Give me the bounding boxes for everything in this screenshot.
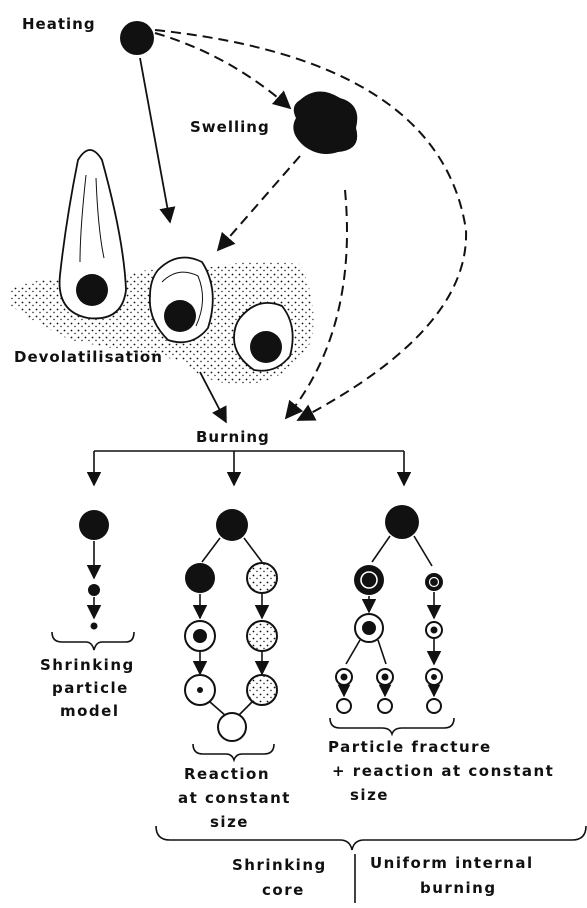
burning-label: Burning <box>196 428 270 446</box>
sp-brace <box>52 632 134 650</box>
pf-connector <box>378 640 386 664</box>
swollen-particle <box>293 91 357 154</box>
arrow-heating-to-devol <box>140 58 170 222</box>
sp-label-1: Shrinking <box>40 656 135 674</box>
pf-label-2: + reaction at constant <box>332 762 554 780</box>
cs-left-2-core <box>193 629 207 643</box>
sp-particle-large <box>79 510 109 540</box>
cs-particle-top <box>216 509 248 541</box>
sp-particle-small <box>91 623 98 630</box>
devol-particle-3 <box>250 331 282 363</box>
cs-left-1 <box>185 563 215 593</box>
devolatilisation-label: Devolatilisation <box>14 348 163 366</box>
cs-label-1: Reaction <box>184 765 270 783</box>
constant-size-branch: Reaction at constant size <box>178 509 291 831</box>
cs-ash <box>218 713 246 741</box>
sp-particle-medium <box>88 584 100 596</box>
uniform-internal-label-1: Uniform internal <box>370 854 534 872</box>
cs-right-3 <box>247 675 277 705</box>
cs-right-1 <box>247 563 277 593</box>
pf-right-ash <box>427 699 441 713</box>
pf-right-3-core <box>431 674 437 680</box>
pf-connector <box>372 536 390 562</box>
devol-particle-2 <box>164 300 196 332</box>
pf-left-1 <box>354 565 384 595</box>
shrinking-core-label-1: Shrinking <box>232 856 327 874</box>
heating-particle <box>120 21 154 55</box>
fracture-branch: Particle fracture + reaction at constant… <box>328 505 554 804</box>
cs-merge-left <box>210 702 226 716</box>
heating-label: Heating <box>22 15 96 33</box>
cs-connector <box>244 538 262 562</box>
cs-merge-right <box>238 702 252 716</box>
arrow-heating-to-swelling <box>155 33 290 108</box>
uniform-internal-label-2: burning <box>420 879 497 897</box>
arrow-swelling-to-devol <box>218 156 300 250</box>
cs-left-3-core <box>197 687 203 693</box>
shrinking-particle-branch: Shrinking particle model <box>40 510 135 720</box>
pf-left-2-core <box>362 621 376 635</box>
shrinking-core-label-2: core <box>262 881 305 899</box>
pf-right-1 <box>425 573 443 591</box>
pf-connector <box>414 536 432 566</box>
pf-particle-top <box>385 505 419 539</box>
devol-particle-1 <box>76 274 108 306</box>
cs-brace <box>193 744 274 760</box>
pf-fragment-a-core <box>341 674 348 681</box>
cs-label-3: size <box>210 813 249 831</box>
cs-connector <box>202 538 220 562</box>
cs-label-2: at constant <box>178 789 291 807</box>
pf-label-1: Particle fracture <box>328 738 492 756</box>
cs-right-2 <box>247 621 277 651</box>
pf-fragment-a-ash <box>337 699 351 713</box>
sp-label-2: particle <box>52 679 129 697</box>
pf-label-3: size <box>350 786 389 804</box>
pf-brace <box>330 718 454 734</box>
pf-fragment-b-ash <box>378 699 392 713</box>
sp-label-3: model <box>60 702 120 720</box>
pf-fragment-b-core <box>382 674 389 681</box>
pf-right-2-core <box>431 627 438 634</box>
swelling-label: Swelling <box>190 118 270 136</box>
pf-connector <box>346 640 360 664</box>
